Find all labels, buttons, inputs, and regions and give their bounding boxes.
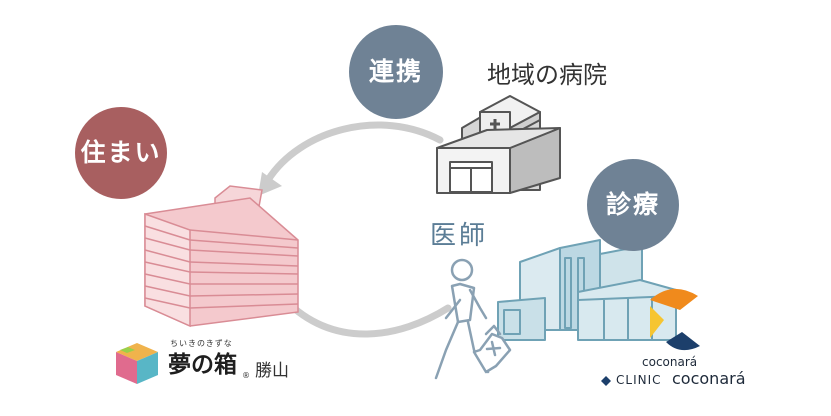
- location-label: 勝山: [255, 361, 289, 381]
- clinic-diamond-icon: [601, 376, 611, 386]
- treatment-circle: [587, 159, 679, 251]
- dream-box-name: 夢の箱: [168, 352, 237, 378]
- coconara-name-top: coconará: [642, 355, 698, 369]
- dream-box-tagline: ちいきのきずな: [170, 339, 233, 348]
- coconara-name-bottom: coconará: [672, 369, 746, 388]
- local-hospital-label: 地域の病院: [487, 61, 607, 89]
- clinic-building-icon: [497, 239, 677, 341]
- coconara-logo-icon: [650, 288, 700, 351]
- cooperation-label: 連携: [368, 57, 423, 86]
- treatment-label: 診療: [605, 190, 660, 219]
- arrow-clinic-to-housing: [281, 296, 452, 338]
- doctor-label: 医師: [430, 221, 489, 251]
- hospital-building-icon: [436, 95, 561, 194]
- housing-building-icon: [144, 185, 299, 328]
- arrow-hospital-to-housing: [264, 121, 444, 184]
- clinic-word: CLINIC: [616, 373, 662, 387]
- cooperation-circle: [349, 25, 443, 119]
- doctor-figure-icon: [434, 258, 512, 380]
- arrowhead-housing: [258, 172, 282, 196]
- housing-circle: [75, 107, 167, 199]
- housing-label: 住まい: [80, 138, 162, 167]
- dream-box-logo-icon: [116, 343, 158, 384]
- dream-box-registered-mark: ®: [242, 371, 250, 380]
